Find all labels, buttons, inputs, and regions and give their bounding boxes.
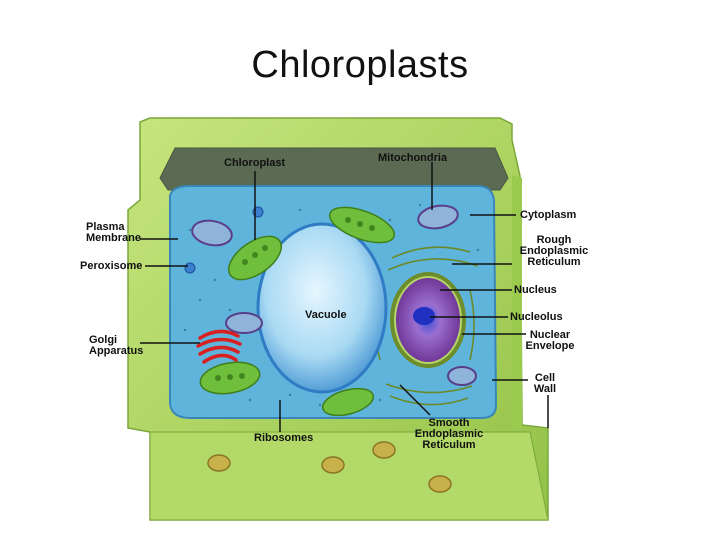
- label-plasma-membrane: Plasma Membrane: [86, 222, 141, 244]
- nucleolus: [413, 307, 435, 325]
- label-nucleolus: Nucleolus: [510, 312, 563, 323]
- label-nucleus: Nucleus: [514, 285, 557, 296]
- label-smooth-er: Smooth Endoplasmic Reticulum: [406, 418, 492, 451]
- label-cell-wall: Cell Wall: [526, 373, 564, 395]
- label-golgi-apparatus: Golgi Apparatus: [89, 335, 143, 357]
- label-mitochondria: Mitochondria: [378, 153, 447, 164]
- label-ribosomes: Ribosomes: [254, 433, 313, 444]
- label-rough-er: Rough Endoplasmic Reticulum: [512, 235, 596, 268]
- label-vacuole: Vacuole: [305, 310, 347, 321]
- label-nuclear-envelope: Nuclear Envelope: [520, 330, 580, 352]
- nucleus: [392, 274, 464, 366]
- label-cytoplasm: Cytoplasm: [520, 210, 576, 221]
- label-chloroplast: Chloroplast: [224, 158, 285, 169]
- label-peroxisome: Peroxisome: [80, 261, 142, 272]
